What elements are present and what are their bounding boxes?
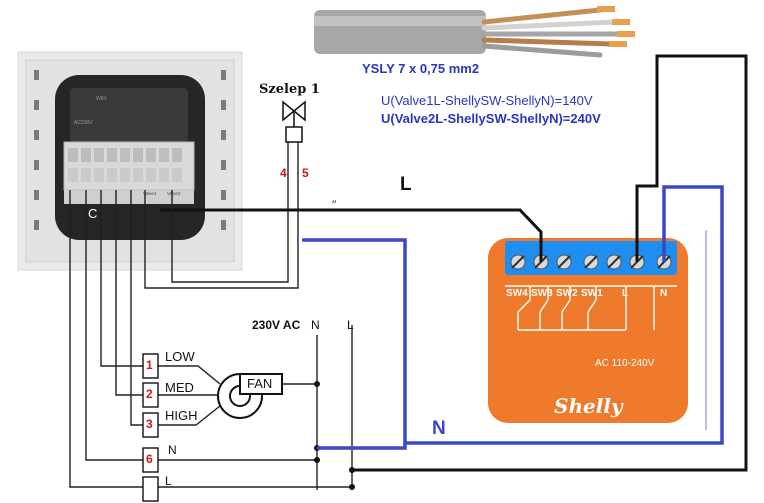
wire-shelly-l [352, 54, 748, 472]
wire-to-low [100, 190, 143, 367]
terminal-number-1: 1 [146, 358, 153, 372]
fan-symbol [217, 373, 283, 419]
cable-label: YSLY 7 x 0,75 mm2 [362, 61, 480, 76]
wire-tick-mark: ′′ [332, 199, 337, 211]
terminal-number-3: 3 [146, 417, 153, 431]
supply-label: 230V AC [252, 318, 301, 332]
fan-speed-low: LOW [165, 349, 195, 364]
shelly-label-sw2: SW2 [556, 288, 578, 299]
shelly-label-l: L [622, 288, 628, 299]
wire-label-l: L [400, 174, 412, 195]
thermostat-label-area [70, 88, 188, 142]
thermostat-c-label: C [88, 206, 97, 221]
valve-terminal-4: 4 [280, 166, 287, 180]
shelly-label-sw3: SW3 [531, 288, 553, 299]
cable-photo [314, 6, 635, 58]
terminal-box-3 [142, 412, 159, 438]
shelly-label-n: N [660, 288, 667, 299]
thermostat-wires [69, 142, 353, 490]
cable-cores [481, 7, 623, 58]
shelly-brand-logo: Shelly [554, 394, 624, 418]
wire-low-fan [158, 365, 221, 385]
terminal-box-1 [142, 353, 159, 379]
shelly-label-sw4: SW4 [506, 288, 528, 299]
supply-n-label: N [311, 318, 320, 332]
thermostat-valve1-text: Valve1 [143, 191, 157, 196]
fan-speed-high: HIGH [165, 408, 198, 423]
fan-terminals [142, 353, 159, 502]
black-wires [160, 54, 748, 472]
shelly-module: SW4 SW3 SW2 SW1 L N AC 110-240V Shelly [488, 238, 688, 423]
wire-valve-5 [144, 142, 299, 289]
cable-copper [597, 6, 635, 47]
terminal-number-2: 2 [146, 387, 153, 401]
valve-icon [282, 100, 306, 122]
terminal-screws [68, 148, 182, 182]
terminal-box-2 [142, 382, 159, 408]
wire-sw-valve [160, 208, 543, 262]
measurement-valve2: U(Valve2L-ShellySW-ShellyN)=240V [381, 111, 601, 126]
thermostat-rating-text: AC230V [74, 120, 93, 126]
valve-symbol [282, 100, 306, 143]
valve-label: Szelep 1 [259, 82, 320, 97]
mounting-holes [34, 70, 226, 230]
wire-label-n: N [432, 418, 446, 439]
measurement-valve1: U(Valve1L-ShellySW-ShellyN)=140V [381, 93, 593, 108]
valve-terminal-5: 5 [302, 166, 309, 180]
fan-speed-med: MED [165, 380, 194, 395]
wire-shelly-n [302, 185, 724, 445]
shelly-schematic [505, 285, 677, 331]
wire-high-fan [158, 405, 221, 426]
valve-actuator-box [285, 126, 303, 143]
shelly-rating: AC 110-240V [595, 358, 655, 369]
terminal-box-6 [142, 447, 159, 473]
terminal-label-n: N [168, 443, 177, 457]
terminal-box-l [142, 476, 159, 502]
wire-to-med [115, 190, 143, 396]
fan-label: FAN [247, 376, 273, 391]
thermostat: WIFI AC230V Valve1 Valve2 C [17, 51, 243, 271]
thermostat-wifi-text: WIFI [96, 96, 107, 102]
terminal-number-6: 6 [146, 452, 153, 466]
shelly-label-sw1: SW1 [581, 288, 603, 299]
wire-to-l [69, 190, 143, 488]
terminal-label-strip [64, 190, 194, 204]
wire-n-supply [317, 443, 407, 450]
shelly-screws [510, 254, 672, 270]
neutral-wire [302, 185, 724, 450]
junction-dots [314, 381, 355, 490]
wire-to-high [130, 190, 143, 426]
supply-l-label: L [347, 318, 354, 332]
wire-valve-4 [171, 142, 289, 283]
terminal-label-l: L [165, 474, 172, 488]
thermostat-valve2-text: Valve2 [167, 191, 181, 196]
wire-to-n6 [85, 190, 143, 461]
